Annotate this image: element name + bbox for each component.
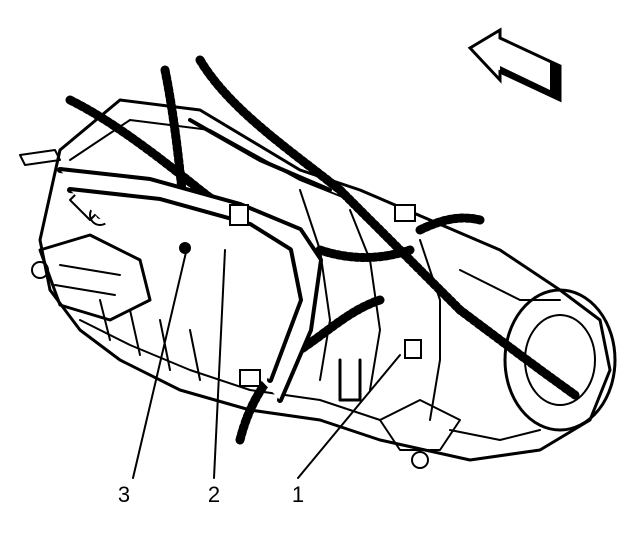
callout-label-3: 3 <box>118 482 130 507</box>
valve-body-component <box>19 149 152 322</box>
transmission-housing <box>38 98 617 462</box>
callout-label-1: 1 <box>292 482 304 507</box>
callout-label-2: 2 <box>208 482 220 507</box>
callout-leaders <box>132 247 401 479</box>
harness-connectors <box>179 204 461 469</box>
forward-arrow-icon <box>467 27 562 103</box>
cooler-lines <box>57 118 332 403</box>
